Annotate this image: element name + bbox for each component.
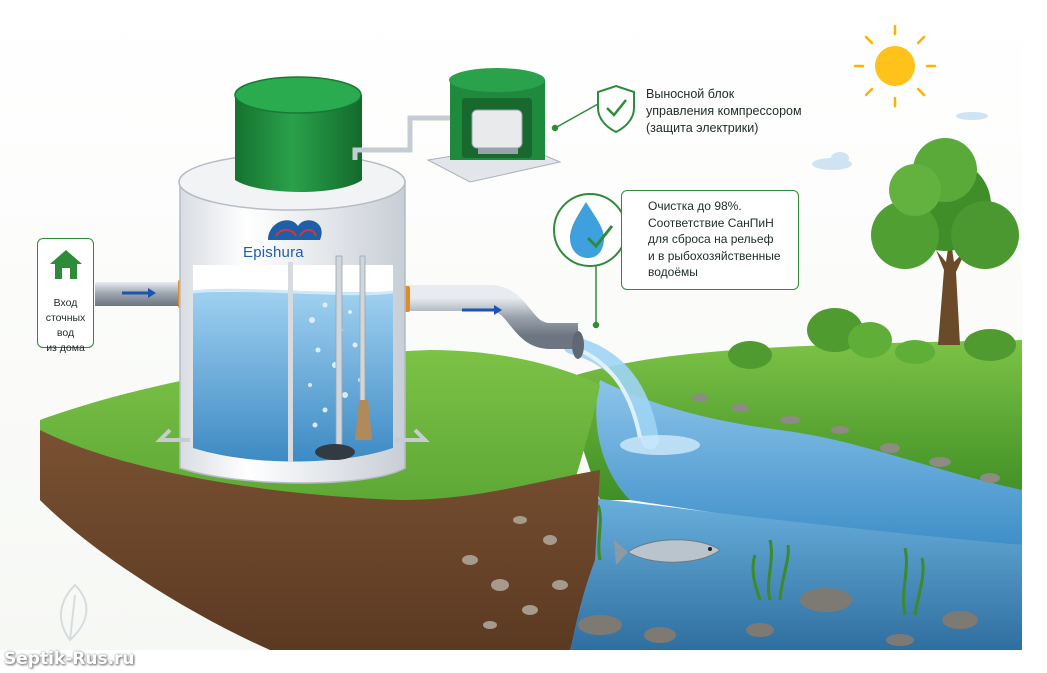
input-label-line-2: сточных вод (45, 312, 86, 339)
leaf-emblem-icon (59, 583, 88, 642)
wastewater-input-label: Вход сточных вод из дома (37, 296, 94, 356)
tree-icon (871, 138, 1019, 345)
wastewater-input-callout (37, 238, 94, 348)
sun-icon (853, 24, 937, 108)
compressor-label-line-2: управления компрессором (646, 104, 802, 118)
cleaning-callout (621, 190, 799, 290)
input-label-line-1: Вход (53, 297, 78, 309)
cleaning-label-line-1: Очистка до 98%. (648, 199, 742, 213)
cleaning-label-line-2: Соответствие СанПиН (648, 215, 774, 230)
riverbed-stones (578, 588, 978, 646)
septic-tank (155, 76, 430, 484)
site-watermark: Septik-Rus.ru (4, 649, 135, 669)
compressor-label-line-3: (защита электрики) (646, 121, 759, 135)
compressor-unit (426, 68, 562, 183)
cleaning-callout-label: Очистка до 98%. Соответствие СанПиН для … (648, 198, 798, 281)
water-plants (596, 504, 925, 616)
compressor-callout-label: Выносной блок управления компрессором (з… (646, 86, 846, 137)
cleaning-label-line-4: и в рыбохозяйственные (648, 248, 781, 263)
soil-stones (462, 516, 568, 629)
air-hose (352, 115, 450, 160)
outflow-stream (563, 336, 659, 449)
shield-check-icon (597, 84, 635, 134)
house-icon (48, 247, 84, 281)
river-surface (596, 380, 1022, 545)
river-bank-stones (692, 394, 1000, 483)
cleaning-label-line-3: для сброса на рельеф (648, 232, 774, 246)
input-label-line-3: из дома (46, 342, 85, 354)
fish-icon (614, 539, 721, 565)
compressor-label-line-1: Выносной блок (646, 87, 735, 101)
bushes (728, 308, 1016, 369)
tank-brand-label: Epishura (243, 244, 304, 261)
epishura-logo-icon (268, 220, 322, 240)
soil-cross-section (40, 430, 600, 650)
cloud-icon (812, 112, 988, 170)
cleaning-label-line-5: водоёмы (648, 265, 698, 279)
inlet-pipe (95, 280, 190, 308)
water-drop-check-icon (553, 193, 627, 267)
